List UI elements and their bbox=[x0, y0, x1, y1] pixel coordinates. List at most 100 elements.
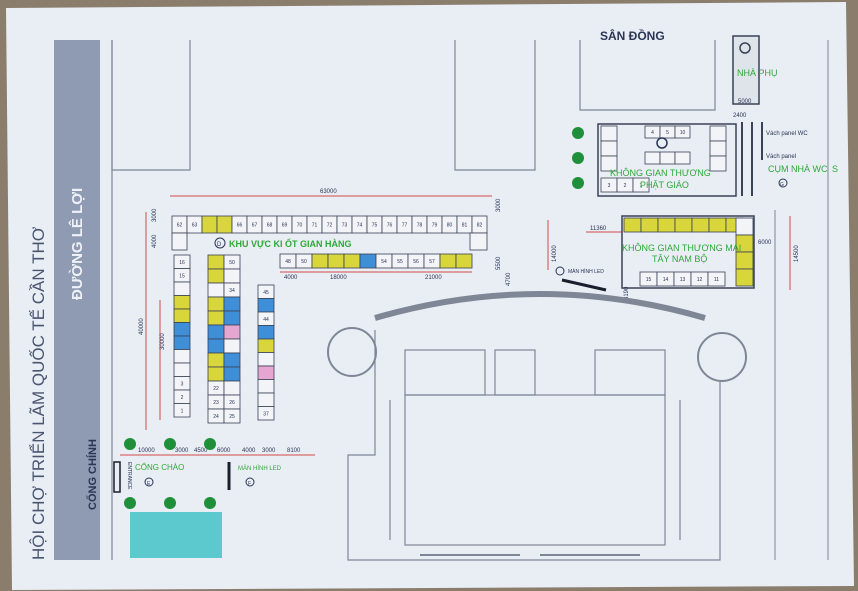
kiosk-number: 14 bbox=[663, 277, 669, 283]
marker-f bbox=[245, 477, 255, 487]
gate-trees bbox=[124, 438, 216, 509]
kiosk-area-label: KHU VỰC KI ỐT GIAN HÀNG bbox=[229, 238, 351, 249]
room-top-left bbox=[404, 349, 486, 396]
dim-inner-height: 30000 bbox=[160, 333, 166, 350]
led-screen-top-label: MÀN HÌNH LED bbox=[568, 268, 604, 275]
kiosk-number: 55 bbox=[397, 259, 403, 265]
buddhist-marker bbox=[656, 137, 668, 149]
kiosk-booth bbox=[223, 310, 241, 326]
kiosk-number: 70 bbox=[297, 223, 303, 229]
kiosk-number: 16 bbox=[179, 260, 185, 266]
kiosk-booth bbox=[223, 268, 241, 284]
buddhist-label-2: PHẬT GIÁO bbox=[640, 180, 689, 190]
road-name: ĐƯỜNG LÊ LỢI bbox=[68, 188, 86, 300]
marker-e-label: E bbox=[147, 481, 151, 487]
dim-14000: 14000 bbox=[552, 245, 558, 262]
annex-marker bbox=[739, 42, 751, 54]
kiosk-booth bbox=[455, 253, 473, 269]
kiosk-booth bbox=[691, 217, 710, 233]
kiosk-booth bbox=[223, 338, 241, 354]
kiosk-number: 3 bbox=[181, 381, 184, 387]
marker-f-label: F bbox=[248, 481, 251, 487]
kiosk-number: 75 bbox=[372, 223, 378, 229]
entrance-label: ENTRANCE bbox=[126, 462, 132, 490]
kiosk-number: 37 bbox=[263, 411, 269, 417]
gate-4500: 4500 bbox=[194, 448, 208, 454]
kiosk-booth bbox=[327, 253, 345, 269]
palm-trees bbox=[572, 127, 584, 189]
kiosk-number: 54 bbox=[381, 259, 387, 265]
kiosk-booth bbox=[207, 338, 225, 354]
kiosk-booth bbox=[173, 295, 191, 310]
marker-f-top bbox=[555, 266, 565, 276]
southwest-label-2: TÂY NAM BỘ bbox=[652, 254, 707, 264]
southwest-label-1: KHÔNG GIAN THƯƠNG MẠI bbox=[622, 243, 741, 253]
kiosk-number: 68 bbox=[267, 223, 273, 229]
kiosk-booth bbox=[709, 140, 727, 157]
kiosk-booth bbox=[640, 217, 659, 233]
tree-icon bbox=[124, 497, 136, 509]
kiosk-booth bbox=[623, 217, 642, 233]
kiosk-number: 72 bbox=[327, 223, 333, 229]
kiosk-number: 56 bbox=[413, 259, 419, 265]
palm-tree-icon bbox=[572, 127, 584, 139]
kiosk-booth bbox=[600, 155, 618, 172]
kiosk-booth bbox=[207, 310, 225, 326]
gate-6000: 6000 bbox=[217, 448, 231, 454]
kiosk-booth bbox=[735, 217, 754, 236]
kiosk-number: 4 bbox=[651, 130, 654, 136]
marker-s: S bbox=[832, 164, 838, 174]
dim-21000: 21000 bbox=[425, 275, 442, 281]
pool bbox=[130, 512, 222, 558]
building-arc-front bbox=[374, 291, 706, 321]
kiosk-number: 13 bbox=[680, 277, 686, 283]
kiosk-number: 11 bbox=[714, 277, 719, 283]
kiosk-number: 26 bbox=[229, 400, 235, 406]
tree-icon bbox=[124, 438, 136, 450]
kiosk-booth bbox=[644, 151, 661, 165]
kiosk-booth bbox=[439, 253, 457, 269]
top-area-label: SÂN ĐỒNG bbox=[600, 28, 665, 43]
wc-partition-1: Vách panel WC bbox=[766, 131, 808, 137]
dim-11360: 11360 bbox=[590, 226, 607, 232]
tree-icon bbox=[164, 497, 176, 509]
kiosk-number: 63 bbox=[192, 223, 198, 229]
kiosk-number: 73 bbox=[342, 223, 348, 229]
kiosk-booth bbox=[659, 151, 676, 165]
dim-4700: 4700 bbox=[506, 272, 512, 286]
kiosk-booth bbox=[207, 254, 225, 270]
kiosk-booth bbox=[207, 282, 225, 298]
kiosk-number: 69 bbox=[282, 223, 288, 229]
kiosk-number: 57 bbox=[429, 259, 435, 265]
southwest-space-frame bbox=[621, 215, 755, 289]
kiosk-number: 78 bbox=[417, 223, 423, 229]
gate-8100: 8100 bbox=[287, 448, 301, 454]
kiosk-booth bbox=[343, 253, 361, 269]
kiosk-number: 22 bbox=[213, 386, 219, 392]
dim-right-1: 3000 bbox=[496, 198, 502, 212]
wc-cluster-label: CỤM NHÀ WC bbox=[768, 164, 828, 174]
kiosk-number: 44 bbox=[263, 317, 269, 323]
dim-5000: 5000 bbox=[738, 99, 752, 105]
tree-icon bbox=[204, 497, 216, 509]
annex-building bbox=[732, 35, 760, 105]
kiosk-number: 71 bbox=[312, 223, 318, 229]
kiosk-booth bbox=[469, 232, 488, 251]
dim-18000: 18000 bbox=[330, 275, 347, 281]
kiosk-number: 1 bbox=[640, 183, 643, 189]
kiosk-number: 62 bbox=[177, 223, 183, 229]
marker-d bbox=[214, 237, 226, 249]
kiosk-number: 82 bbox=[477, 223, 483, 229]
kiosk-booth bbox=[657, 217, 676, 233]
kiosk-booth bbox=[207, 268, 225, 284]
buddhist-space-frame bbox=[597, 123, 737, 197]
dim-4000: 4000 bbox=[284, 275, 298, 281]
kiosk-number: 24 bbox=[213, 414, 219, 420]
fair-title: HỘI CHỢ TRIỂN LÃM QUỐC TẾ CẦN THƠ bbox=[28, 226, 48, 560]
rotunda-right bbox=[697, 332, 747, 382]
kiosk-booth bbox=[173, 308, 191, 323]
room-top-right bbox=[594, 349, 666, 396]
kiosk-number: 2 bbox=[181, 395, 184, 401]
